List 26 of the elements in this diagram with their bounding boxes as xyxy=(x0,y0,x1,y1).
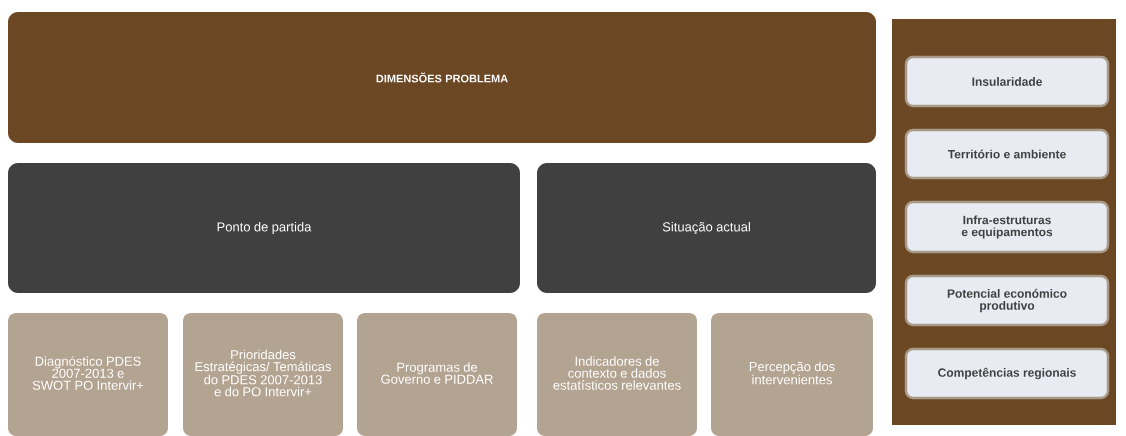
category-box xyxy=(8,163,520,293)
band xyxy=(8,12,876,143)
node-label: DIMENSÕES PROBLEMA xyxy=(376,72,508,83)
category-box xyxy=(537,163,876,293)
node-label: Ponto de partida xyxy=(217,221,312,235)
node-label: Prioridades Estratégicas/ Temáticas do PDES 2007-2013 e do PO Intervir+ xyxy=(195,349,332,397)
node-label: Potencial económico produtivo xyxy=(947,288,1067,313)
node-label: Programas de Governo e PIDDAR xyxy=(381,362,493,384)
node-label: Indicadores de contexto e dados estatísticos relevantes xyxy=(553,356,681,390)
dimension-box xyxy=(904,55,1110,108)
source-box xyxy=(357,313,517,436)
source-box xyxy=(8,313,168,436)
node-label: Competências regionais xyxy=(938,367,1076,380)
dimension-box xyxy=(904,128,1110,180)
dimension-box xyxy=(904,200,1110,254)
node-label: Território e ambiente xyxy=(947,149,1066,159)
node-label: Insularidade xyxy=(972,77,1042,86)
source-box xyxy=(711,313,873,436)
dimension-box xyxy=(904,274,1110,327)
node-label: Percepção dos intervenientes xyxy=(749,361,835,385)
source-box xyxy=(183,313,343,436)
source-box xyxy=(537,313,697,436)
dimension-box xyxy=(904,347,1110,400)
node-label: Infra-estruturas e equipamentos xyxy=(961,215,1053,239)
node-label: Situação actual xyxy=(662,221,750,235)
node-label: Diagnóstico PDES 2007-2013 e SWOT PO Intervir+ xyxy=(32,356,144,390)
